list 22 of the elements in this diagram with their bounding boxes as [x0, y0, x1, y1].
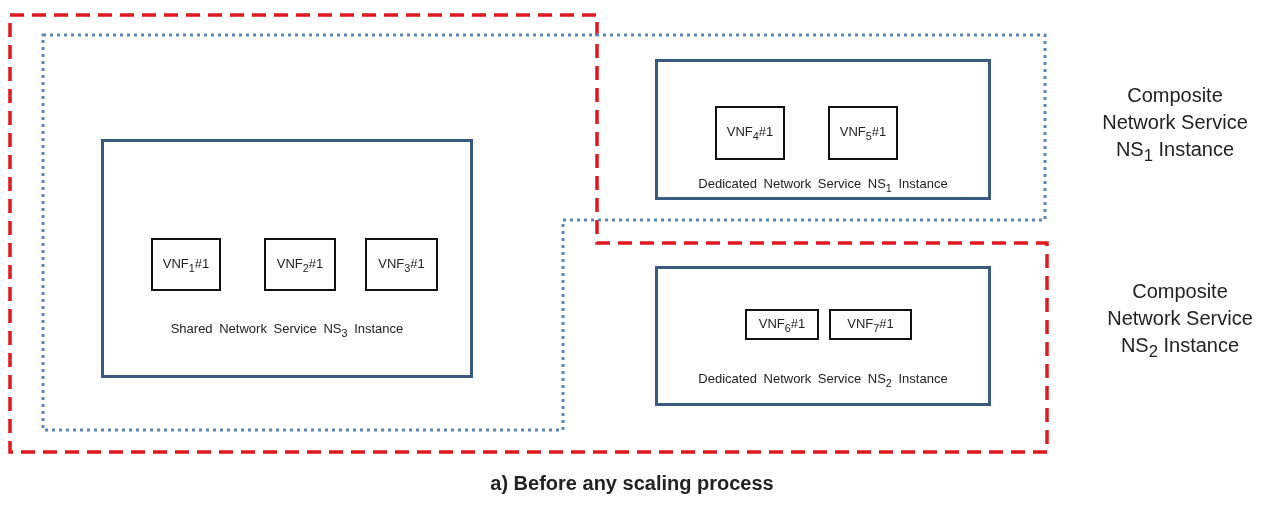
vnf-label: VNF$_{2}$#1 — [276, 255, 324, 274]
vnf-label: VNF$_{6}$#1 — [758, 315, 806, 334]
vnf-box — [829, 309, 912, 340]
service-label: Dedicated Network Service NS$_{1}$ Instance — [697, 176, 949, 194]
vnf-label: VNF$_{4}$#1 — [726, 124, 774, 142]
vnf-box — [151, 238, 221, 291]
vnf-label: VNF$_{5}$#1 — [839, 124, 887, 142]
vnf-label: VNF$_{7}$#1 — [847, 315, 894, 334]
vnf-box — [715, 106, 785, 160]
group-heading: Composite Network Service NS$_{1}$ Instance — [1101, 83, 1249, 167]
vnf-box — [365, 238, 438, 291]
service-label: Shared Network Service NS$_{3}$ Instance — [169, 321, 405, 339]
service-label: Dedicated Network Service NS$_{2}$ Instance — [697, 371, 949, 389]
service-box — [655, 59, 991, 200]
vnf-label: VNF$_{3}$#1 — [378, 255, 425, 274]
vnf-label: VNF$_{1}$#1 — [162, 255, 210, 274]
caption: a) Before any scaling process — [489, 472, 775, 495]
vnf-box — [745, 309, 819, 340]
group-heading: Composite Network Service NS$_{2}$ Instance — [1106, 279, 1254, 363]
vnf-box — [828, 106, 898, 160]
service-box — [655, 266, 991, 406]
vnf-box — [264, 238, 336, 291]
